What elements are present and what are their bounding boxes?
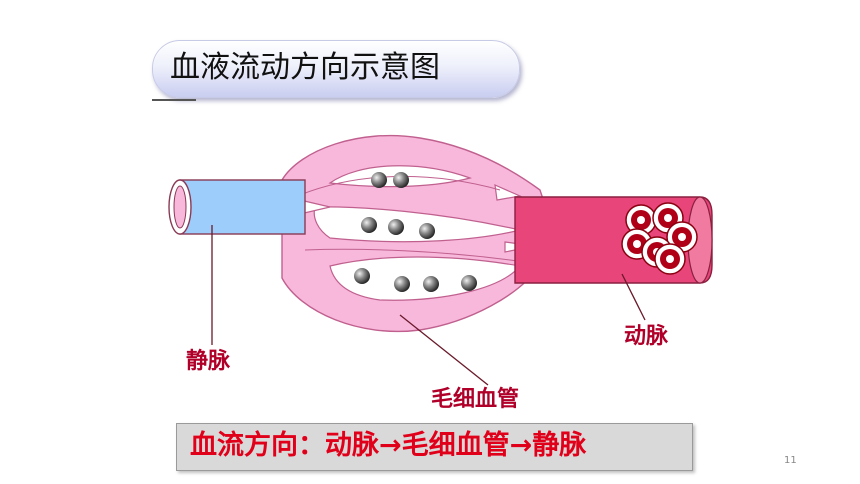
page-number: 11 [784, 455, 797, 466]
vein [168, 179, 306, 235]
artery-label: 动脉 [624, 324, 669, 349]
red-blood-cells [621, 202, 698, 275]
capillary-cell [461, 275, 477, 291]
red-blood-cell [654, 243, 686, 275]
artery-leader-line [621, 273, 646, 321]
capillary-cell [388, 219, 404, 235]
leader-lines [211, 225, 646, 386]
capillary-cell [419, 223, 435, 239]
flow-caption-box [176, 423, 693, 471]
capillary-cell [371, 172, 387, 188]
title-underline [152, 99, 196, 101]
capillary-blood-cells [354, 172, 477, 292]
title-banner [152, 40, 520, 98]
vein-tube [179, 179, 306, 235]
capillary-strands [299, 175, 526, 263]
capillary-cell [394, 276, 410, 292]
flow-caption: 血流方向：动脉→毛细血管→静脉 [190, 430, 587, 461]
vein-label: 静脉 [186, 349, 231, 374]
page-title: 血液流动方向示意图 [170, 50, 440, 85]
red-blood-cell [666, 221, 698, 253]
capillary-cell [423, 276, 439, 292]
capillary-cell [354, 268, 370, 284]
capillary-cell [393, 172, 409, 188]
capillary-leader-line [399, 314, 489, 386]
vein-wall [173, 185, 187, 229]
capillary-gaps [299, 165, 536, 301]
capillary-cell [361, 217, 377, 233]
capillary-label: 毛细血管 [431, 387, 520, 412]
